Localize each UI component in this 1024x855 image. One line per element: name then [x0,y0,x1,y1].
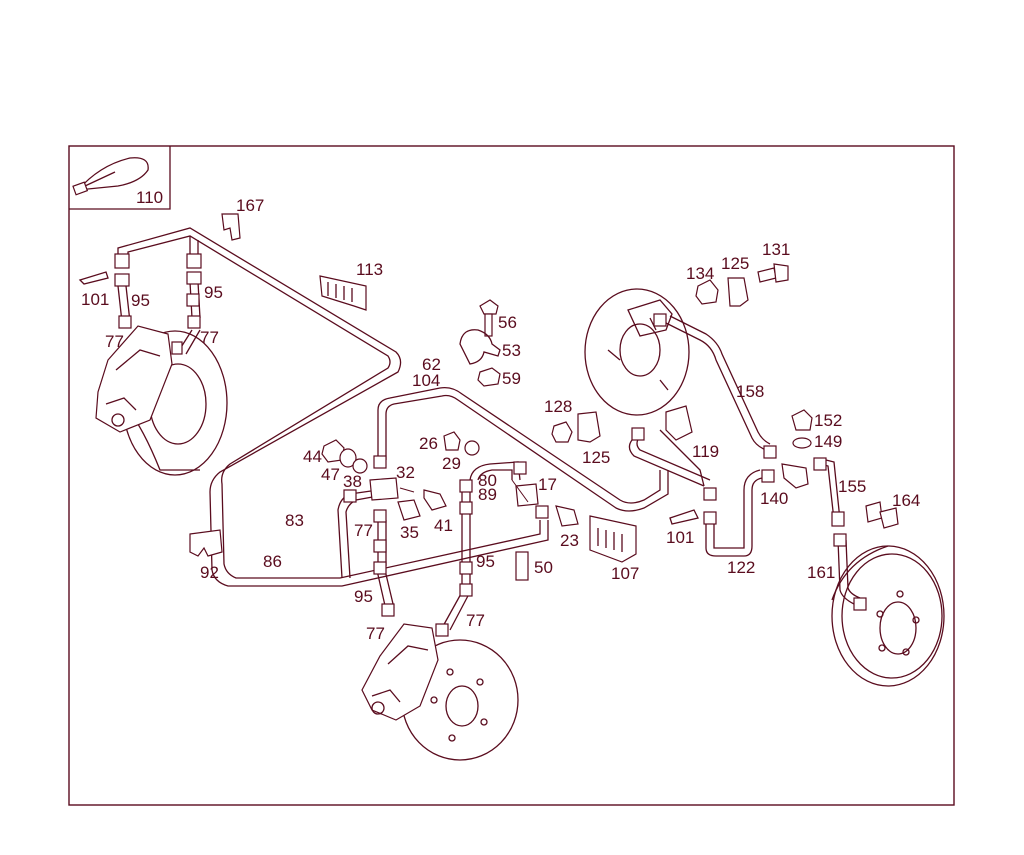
label-77-left-b: 77 [200,328,219,347]
label-50: 50 [534,558,553,577]
pipe-62-104 [377,386,669,512]
label-32: 32 [396,463,415,482]
label-167: 167 [236,196,264,215]
label-77-center: 77 [354,521,373,540]
label-95-center-a: 95 [354,587,373,606]
label-152: 152 [814,411,842,430]
center-brake-disc [401,639,519,761]
label-104: 104 [412,371,440,390]
label-164: 164 [892,491,920,510]
small-parts [78,213,899,581]
fittings [114,253,867,637]
label-26: 26 [419,434,438,453]
label-125-mid: 125 [582,448,610,467]
label-95-left-a: 95 [131,291,150,310]
leader-lines [399,479,529,503]
label-77-left-a: 77 [105,332,124,351]
label-35: 35 [400,523,419,542]
label-77-center-b: 77 [466,611,485,630]
diagram-frame [68,145,955,806]
label-161: 161 [807,563,835,582]
label-86: 86 [263,552,282,571]
label-62: 62 [422,355,441,374]
label-89: 89 [478,485,497,504]
label-56: 56 [498,313,517,332]
label-101-left: 101 [81,290,109,309]
label-131: 131 [762,240,790,259]
label-149: 149 [814,432,842,451]
label-44: 44 [303,447,322,466]
label-119: 119 [692,442,719,461]
part-labels: 167 113 101 95 95 77 77 62 104 56 53 59 … [81,196,920,643]
label-95-center-b: 95 [476,552,495,571]
inset-label: 110 [136,188,163,207]
label-92: 92 [200,563,219,582]
label-23: 23 [560,531,579,550]
label-107: 107 [611,564,639,583]
label-95-left-b: 95 [204,283,223,302]
pipe-122 [705,469,763,557]
label-29: 29 [442,454,461,473]
label-128: 128 [544,397,572,416]
label-38: 38 [343,472,362,491]
rear-brake-drum [831,545,945,687]
center-caliper [361,623,439,721]
rear-backing-plate [584,288,690,416]
label-59: 59 [502,369,521,388]
label-140: 140 [760,489,788,508]
inset-cable-tie: 110 [69,146,171,210]
label-134: 134 [686,264,714,283]
label-158: 158 [736,382,764,401]
label-125-top: 125 [721,254,749,273]
label-101-right: 101 [666,528,694,547]
label-41: 41 [434,516,453,535]
label-122: 122 [727,558,755,577]
label-83: 83 [285,511,304,530]
label-155: 155 [838,477,866,496]
label-47: 47 [321,465,340,484]
label-53: 53 [502,341,521,360]
label-17: 17 [538,475,557,494]
pipe-158 [663,315,771,451]
left-caliper [95,325,173,433]
label-77-center-c: 77 [366,624,385,643]
label-80: 80 [478,471,497,490]
label-113: 113 [356,260,383,279]
